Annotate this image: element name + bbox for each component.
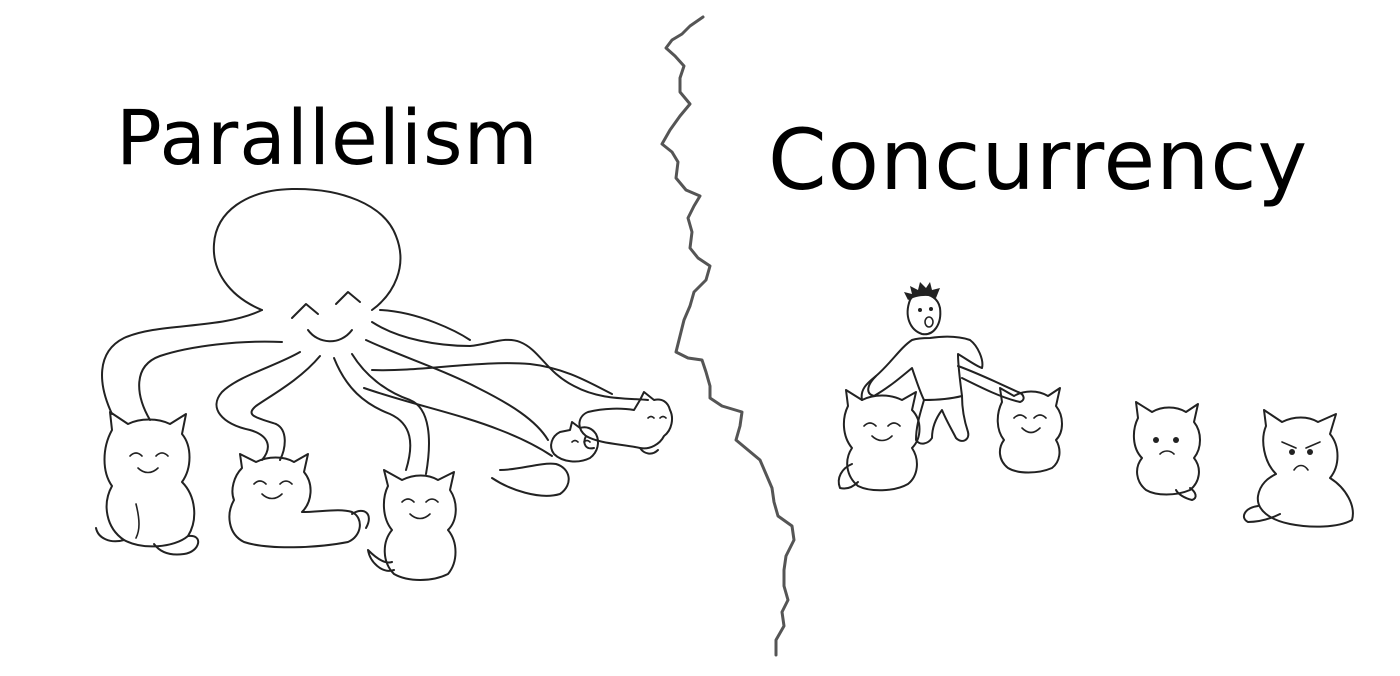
- tentacle: [138, 340, 283, 421]
- person-drawing: [860, 282, 1025, 445]
- tentacle: [371, 362, 613, 395]
- cat-drawing: [996, 387, 1063, 474]
- parallelism-title: Parallelism: [116, 93, 539, 182]
- tentacle: [101, 309, 263, 415]
- person-arm-right: [957, 365, 1025, 403]
- tentacle: [363, 387, 553, 457]
- tentacle: [351, 353, 430, 475]
- cat-drawing: [550, 421, 599, 463]
- person-head: [906, 293, 942, 336]
- tentacle: [371, 321, 649, 401]
- tentacle: [365, 339, 549, 441]
- cat-drawing: [1132, 401, 1201, 501]
- octopus-eye-right: [335, 291, 361, 305]
- concurrency-title: Concurrency: [768, 111, 1309, 209]
- octopus-drawing: [101, 187, 649, 497]
- person-eye: [918, 308, 922, 312]
- tentacle: [215, 351, 301, 461]
- person-arm-left: [860, 375, 877, 401]
- octopus-head: [212, 187, 402, 311]
- tentacle: [491, 462, 570, 497]
- octopus-smile: [307, 329, 353, 343]
- cat-drawing: [228, 453, 370, 549]
- cat-drawing: [95, 411, 199, 556]
- person-legs: [915, 395, 970, 445]
- cat-drawing: [578, 391, 673, 455]
- cat-drawing: [1242, 409, 1354, 528]
- cat-drawing: [367, 469, 457, 581]
- tentacle: [250, 355, 321, 461]
- tentacle: [333, 357, 412, 471]
- person-mouth: [924, 316, 934, 328]
- cat-drawing: [837, 389, 921, 492]
- divider-crack: [660, 15, 796, 657]
- tentacle: [379, 309, 471, 341]
- octopus-eye-left: [291, 303, 319, 319]
- person-eye: [929, 307, 933, 311]
